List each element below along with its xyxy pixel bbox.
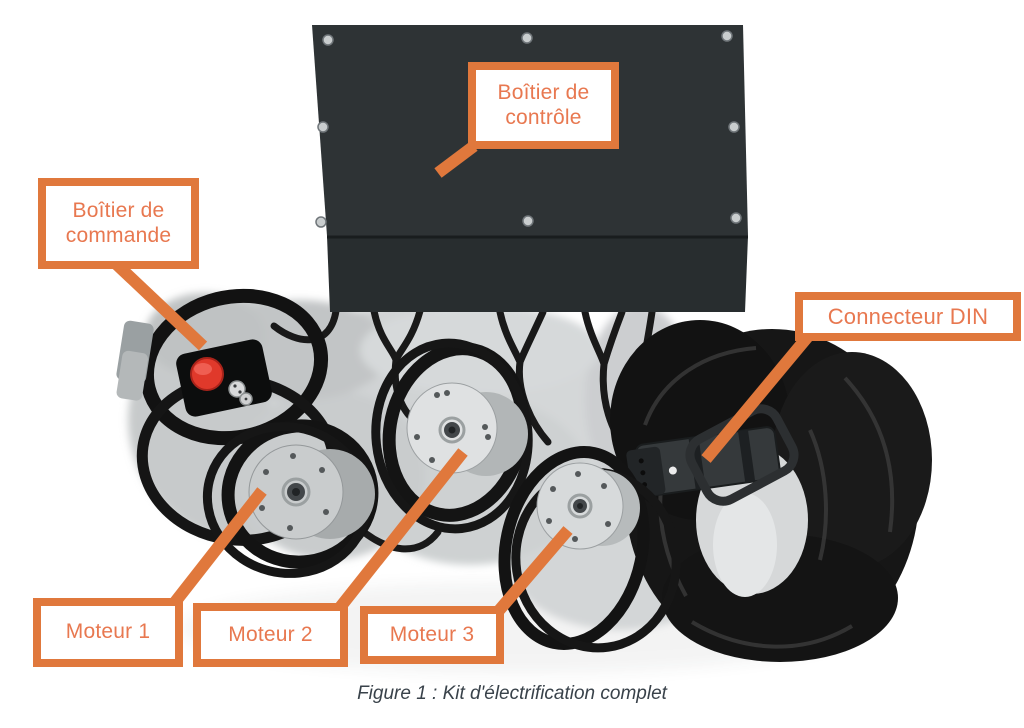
motor-1 [202, 419, 379, 578]
leader-control-box [434, 141, 478, 178]
din-connector [626, 404, 799, 506]
leader-command-box [107, 255, 208, 351]
leader-motor-2 [333, 448, 468, 614]
label-command-box: Boîtier de commande [38, 178, 199, 269]
strap [116, 320, 154, 401]
leader-din-connector [701, 330, 815, 463]
label-motor-1: Moteur 1 [33, 598, 183, 667]
label-din-connector: Connecteur DIN [795, 292, 1021, 341]
leader-motor-1 [167, 487, 267, 610]
screws [315, 30, 742, 228]
label-motor-2: Moteur 2 [193, 603, 348, 667]
figure-caption: Figure 1 : Kit d'électrification complet [357, 683, 667, 704]
leader-motor-3 [491, 526, 573, 618]
connector-handle [685, 404, 799, 506]
label-control-box: Boîtier de contrôle [468, 62, 619, 149]
motor-3 [498, 446, 681, 653]
label-motor-3: Moteur 3 [360, 606, 504, 664]
coiled-cable-sleeve [610, 320, 932, 662]
